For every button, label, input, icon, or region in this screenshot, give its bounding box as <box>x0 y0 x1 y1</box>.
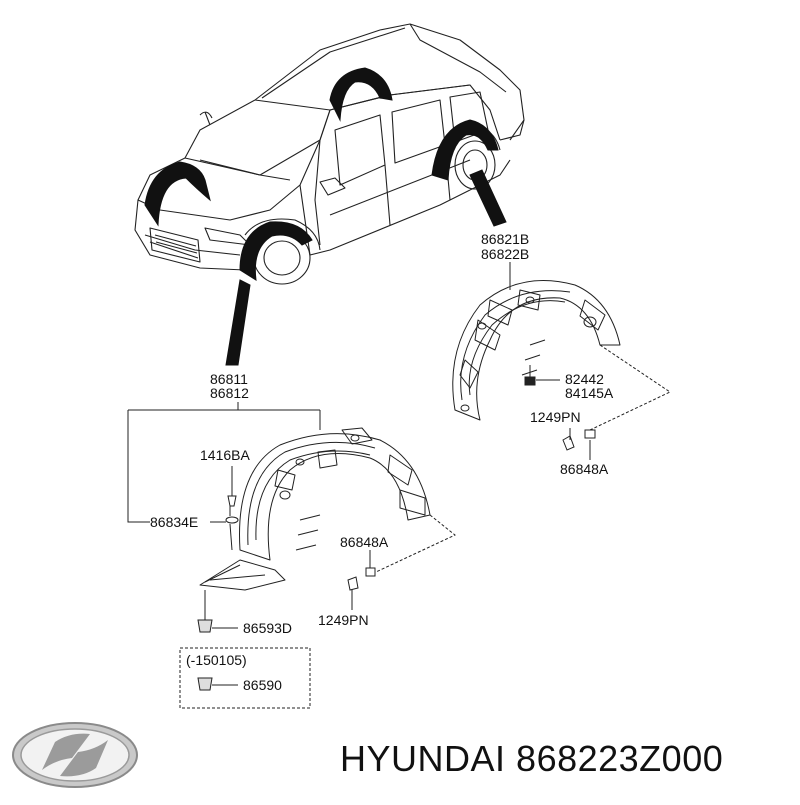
label-front-upper: 86811 <box>210 371 248 387</box>
label-front-screw: 1249PN <box>318 612 369 628</box>
label-date-range: (-150105) <box>186 652 247 668</box>
label-front-lower: 86812 <box>210 385 249 401</box>
label-rear-clip-b: 84145A <box>565 385 614 401</box>
label-front-nut: 86848A <box>340 534 389 550</box>
label-rear-screw: 1249PN <box>530 409 581 425</box>
label-rear-lower: 86822B <box>481 246 530 262</box>
label-front-bottom-clip: 86593D <box>243 620 293 636</box>
hyundai-logo <box>12 722 138 788</box>
fastener-icons <box>197 376 596 691</box>
label-rear-nut: 86848A <box>560 461 609 477</box>
label-front-washer: 86834E <box>150 514 199 530</box>
front-wheel-liner <box>199 427 431 591</box>
leader-lines <box>127 262 672 709</box>
rear-wheel-liner <box>452 280 621 421</box>
brand-name: HYUNDAI <box>340 738 506 779</box>
label-front-clip: 1416BA <box>200 447 250 463</box>
label-old-clip: 86590 <box>243 677 282 693</box>
part-caption: HYUNDAI 868223Z000 <box>340 738 723 780</box>
label-rear-upper: 86821B <box>481 231 530 247</box>
liner-highlights <box>144 67 507 366</box>
label-rear-clip-a: 82442 <box>565 371 604 387</box>
part-number: 868223Z000 <box>516 738 724 779</box>
car-illustration <box>134 23 525 285</box>
